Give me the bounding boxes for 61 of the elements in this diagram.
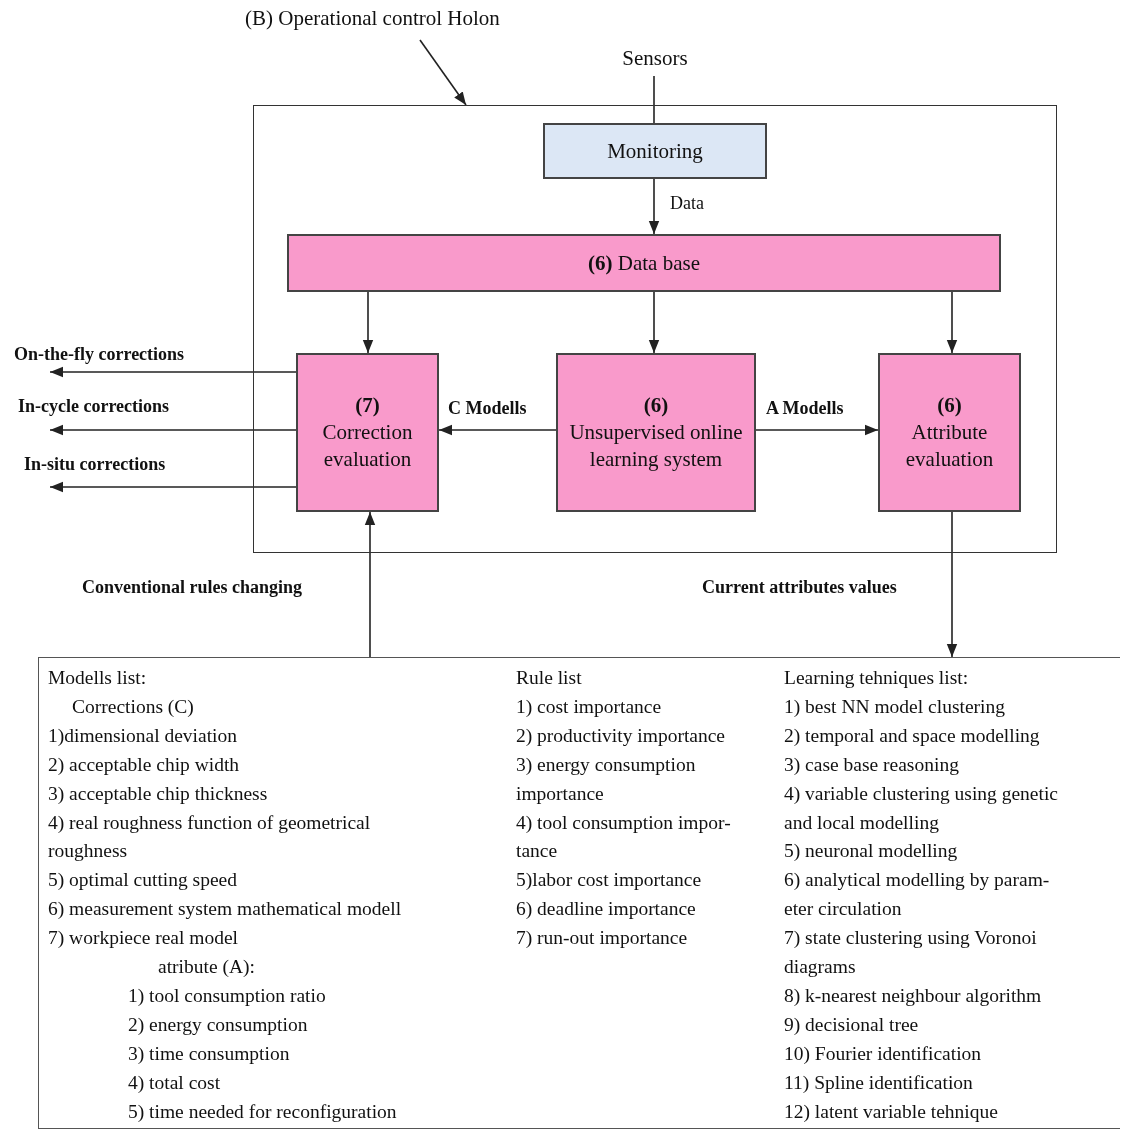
list-item: 2) temporal and space modelling (784, 723, 1041, 748)
arrow (49, 366, 297, 378)
list-item: 8) k-nearest neighbour algorithm (784, 983, 1043, 1008)
edge-label: Conventional rules changing (80, 577, 305, 598)
arrow (364, 511, 376, 658)
arrow (648, 291, 660, 354)
arrow (755, 424, 879, 436)
list-item: 6) analytical modelling by param- eter circulation (784, 868, 1051, 922)
database-bar: (6) Data base (287, 234, 1001, 292)
list-heading: Learning tehniques list: (784, 666, 970, 690)
list-item: 10) Fourier identification (784, 1041, 983, 1066)
list-item: 4) tool consumption impor- tance (516, 810, 732, 864)
list-heading: Corrections (C) (71, 694, 195, 719)
arrow (49, 424, 297, 436)
connector-line (653, 75, 655, 124)
list-item: 1) tool consumption ratio (127, 983, 327, 1008)
heading-text: (B) Operational control Holon (245, 6, 501, 31)
list-item: 1) best NN model clustering (784, 694, 1006, 719)
list-item: 5) time needed for reconfiguration (127, 1099, 398, 1124)
process-box: (6) Attribute evaluation (878, 353, 1021, 512)
list-heading: Modells list: (48, 666, 148, 690)
list-item: 3) acceptable chip thickness (48, 781, 269, 806)
list-heading: Rule list (516, 666, 583, 690)
edge-label: In-cycle corrections (16, 396, 172, 417)
arrow (946, 291, 958, 354)
process-box: (7) Correction evaluation (296, 353, 439, 512)
list-item: 4) variable clustering using genetic and local modelling (784, 781, 1059, 835)
arrow (946, 511, 958, 658)
list-item: 12) latent variable tehnique (784, 1099, 999, 1124)
list-item: 7) run-out importance (516, 926, 689, 951)
list-item: 6) measurement system mathematical modell (48, 897, 403, 922)
list-item: 5) neuronal modelling (784, 839, 959, 864)
arrow (438, 424, 557, 436)
list-item: 3) time consumption (127, 1041, 291, 1066)
arrow (419, 39, 467, 106)
list-item: 7) state clustering using Voronoi diagrams (784, 926, 1038, 980)
list-item: 9) decisional tree (784, 1012, 920, 1037)
list-item: 5)labor cost importance (516, 868, 703, 893)
list-item: 4) real roughness function of geometrical roughness (48, 810, 372, 864)
list-heading: atribute (A): (157, 955, 256, 980)
list-item: 2) energy consumption (127, 1012, 309, 1037)
list-item: 2) acceptable chip width (48, 752, 241, 777)
list-item: 3) case base reasoning (784, 752, 960, 777)
list-item: 1)dimensional deviation (48, 723, 238, 748)
list-item: 3) energy consumption importance (516, 752, 697, 806)
edge-label: On-the-fly corrections (12, 344, 187, 365)
arrow (648, 178, 660, 235)
list-item: 4) total cost (127, 1070, 222, 1095)
holon-frame (253, 105, 1057, 553)
list-item: 2) productivity importance (516, 723, 727, 748)
arrow (362, 291, 374, 354)
list-item: 6) deadline importance (516, 897, 697, 922)
process-box: (6) Unsupervised online learning system (556, 353, 756, 512)
process-box: Monitoring (543, 123, 767, 179)
lists-panel (38, 657, 1120, 1129)
list-item: 7) workpiece real model (48, 926, 240, 951)
list-item: 1) cost importance (516, 694, 663, 719)
arrow (49, 481, 297, 493)
sensors-label: Sensors (621, 46, 689, 71)
list-item: 5) optimal cutting speed (48, 868, 238, 893)
list-item: 11) Spline identification (784, 1070, 974, 1095)
